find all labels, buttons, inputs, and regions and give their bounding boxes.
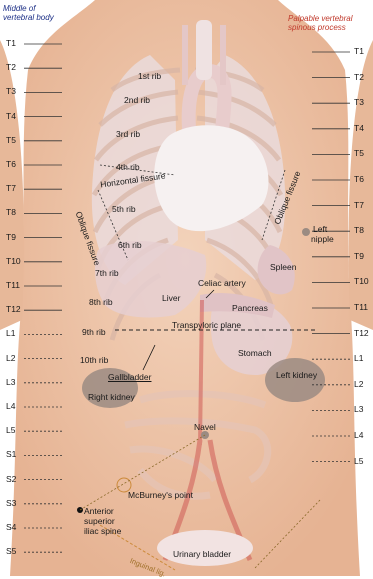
left-level-s2: S2 bbox=[6, 474, 16, 484]
label-gallbladder: Gallbladder bbox=[108, 372, 151, 382]
right-arm bbox=[348, 40, 373, 330]
label-10th-rib: 10th rib bbox=[80, 355, 108, 365]
label-stomach: Stomach bbox=[238, 348, 272, 358]
left-level-l5: L5 bbox=[6, 425, 15, 435]
right-level-t11: T11 bbox=[354, 302, 368, 312]
right-level-t6: T6 bbox=[354, 174, 364, 184]
left-level-t12: T12 bbox=[6, 304, 21, 314]
left-level-t9: T9 bbox=[6, 232, 16, 242]
left-level-t4: T4 bbox=[6, 111, 16, 121]
label-9th-rib: 9th rib bbox=[82, 327, 106, 337]
left-header-line1: Middle of bbox=[3, 4, 113, 13]
right-level-t1: T1 bbox=[354, 46, 364, 56]
label-asis-line3: iliac spine bbox=[84, 526, 121, 536]
right-level-l4: L4 bbox=[354, 430, 363, 440]
label-asis-line1: Anterior bbox=[84, 506, 114, 516]
right-level-t10: T10 bbox=[354, 276, 369, 286]
left-level-s3: S3 bbox=[6, 498, 16, 508]
left-level-t11: T11 bbox=[6, 280, 20, 290]
right-level-t3: T3 bbox=[354, 97, 364, 107]
label-navel: Navel bbox=[194, 422, 216, 432]
label-5th-rib: 5th rib bbox=[112, 204, 136, 214]
left-level-t2: T2 bbox=[6, 62, 16, 72]
label-right-kidney: Right kidney bbox=[88, 392, 135, 402]
left-kidney-shape bbox=[265, 358, 325, 402]
label-urinary-bladder: Urinary bladder bbox=[173, 549, 231, 559]
label-spleen: Spleen bbox=[270, 262, 296, 272]
label-asis-line2: superior bbox=[84, 516, 115, 526]
left-column-header: Middle of vertebral body bbox=[3, 4, 113, 22]
right-level-t5: T5 bbox=[354, 148, 364, 158]
right-header-line1: Palpable vertebral bbox=[288, 14, 373, 23]
right-level-l2: L2 bbox=[354, 379, 363, 389]
left-header-line2: vertebral body bbox=[3, 13, 113, 22]
label-7th-rib: 7th rib bbox=[95, 268, 119, 278]
right-level-t2: T2 bbox=[354, 72, 364, 82]
left-level-t1: T1 bbox=[6, 38, 16, 48]
left-level-t3: T3 bbox=[6, 86, 16, 96]
label-left-kidney: Left kidney bbox=[276, 370, 317, 380]
left-nipple-marker bbox=[302, 228, 310, 236]
left-level-l3: L3 bbox=[6, 377, 15, 387]
label-4th-rib: 4th rib bbox=[116, 162, 140, 172]
label-left-nipple-line2: nipple bbox=[311, 234, 334, 244]
urinary-bladder-shape bbox=[157, 530, 253, 566]
right-level-l5: L5 bbox=[354, 456, 363, 466]
right-level-t8: T8 bbox=[354, 225, 364, 235]
right-header-line2: spinous process bbox=[288, 23, 373, 32]
left-level-t5: T5 bbox=[6, 135, 16, 145]
right-column-header: Palpable vertebral spinous process bbox=[288, 14, 373, 32]
label-2nd-rib: 2nd rib bbox=[124, 95, 150, 105]
left-level-l2: L2 bbox=[6, 353, 15, 363]
right-level-t4: T4 bbox=[354, 123, 364, 133]
right-level-l3: L3 bbox=[354, 404, 363, 414]
label-8th-rib: 8th rib bbox=[89, 297, 113, 307]
carotid-right bbox=[220, 25, 226, 85]
left-level-l1: L1 bbox=[6, 328, 15, 338]
left-level-s1: S1 bbox=[6, 449, 16, 459]
label-1st-rib: 1st rib bbox=[138, 71, 161, 81]
label-6th-rib: 6th rib bbox=[118, 240, 142, 250]
right-level-t12: T12 bbox=[354, 328, 369, 338]
left-level-l4: L4 bbox=[6, 401, 15, 411]
right-level-t9: T9 bbox=[354, 251, 364, 261]
label-mcburney-point: McBurney's point bbox=[128, 490, 193, 500]
left-level-t8: T8 bbox=[6, 207, 16, 217]
label-pancreas: Pancreas bbox=[232, 303, 268, 313]
left-level-t10: T10 bbox=[6, 256, 21, 266]
trachea bbox=[196, 20, 212, 80]
label-celiac-artery: Celiac artery bbox=[198, 278, 246, 288]
label-left-nipple-line1: Left bbox=[313, 224, 327, 234]
left-level-t7: T7 bbox=[6, 183, 16, 193]
right-level-l1: L1 bbox=[354, 353, 363, 363]
right-level-t7: T7 bbox=[354, 200, 364, 210]
label-liver: Liver bbox=[162, 293, 180, 303]
left-level-t6: T6 bbox=[6, 159, 16, 169]
left-level-s5: S5 bbox=[6, 546, 16, 556]
left-level-s4: S4 bbox=[6, 522, 16, 532]
carotid-left bbox=[182, 25, 188, 85]
label-transpyloric-plane: Transpyloric plane bbox=[172, 320, 241, 330]
label-3rd-rib: 3rd rib bbox=[116, 129, 140, 139]
